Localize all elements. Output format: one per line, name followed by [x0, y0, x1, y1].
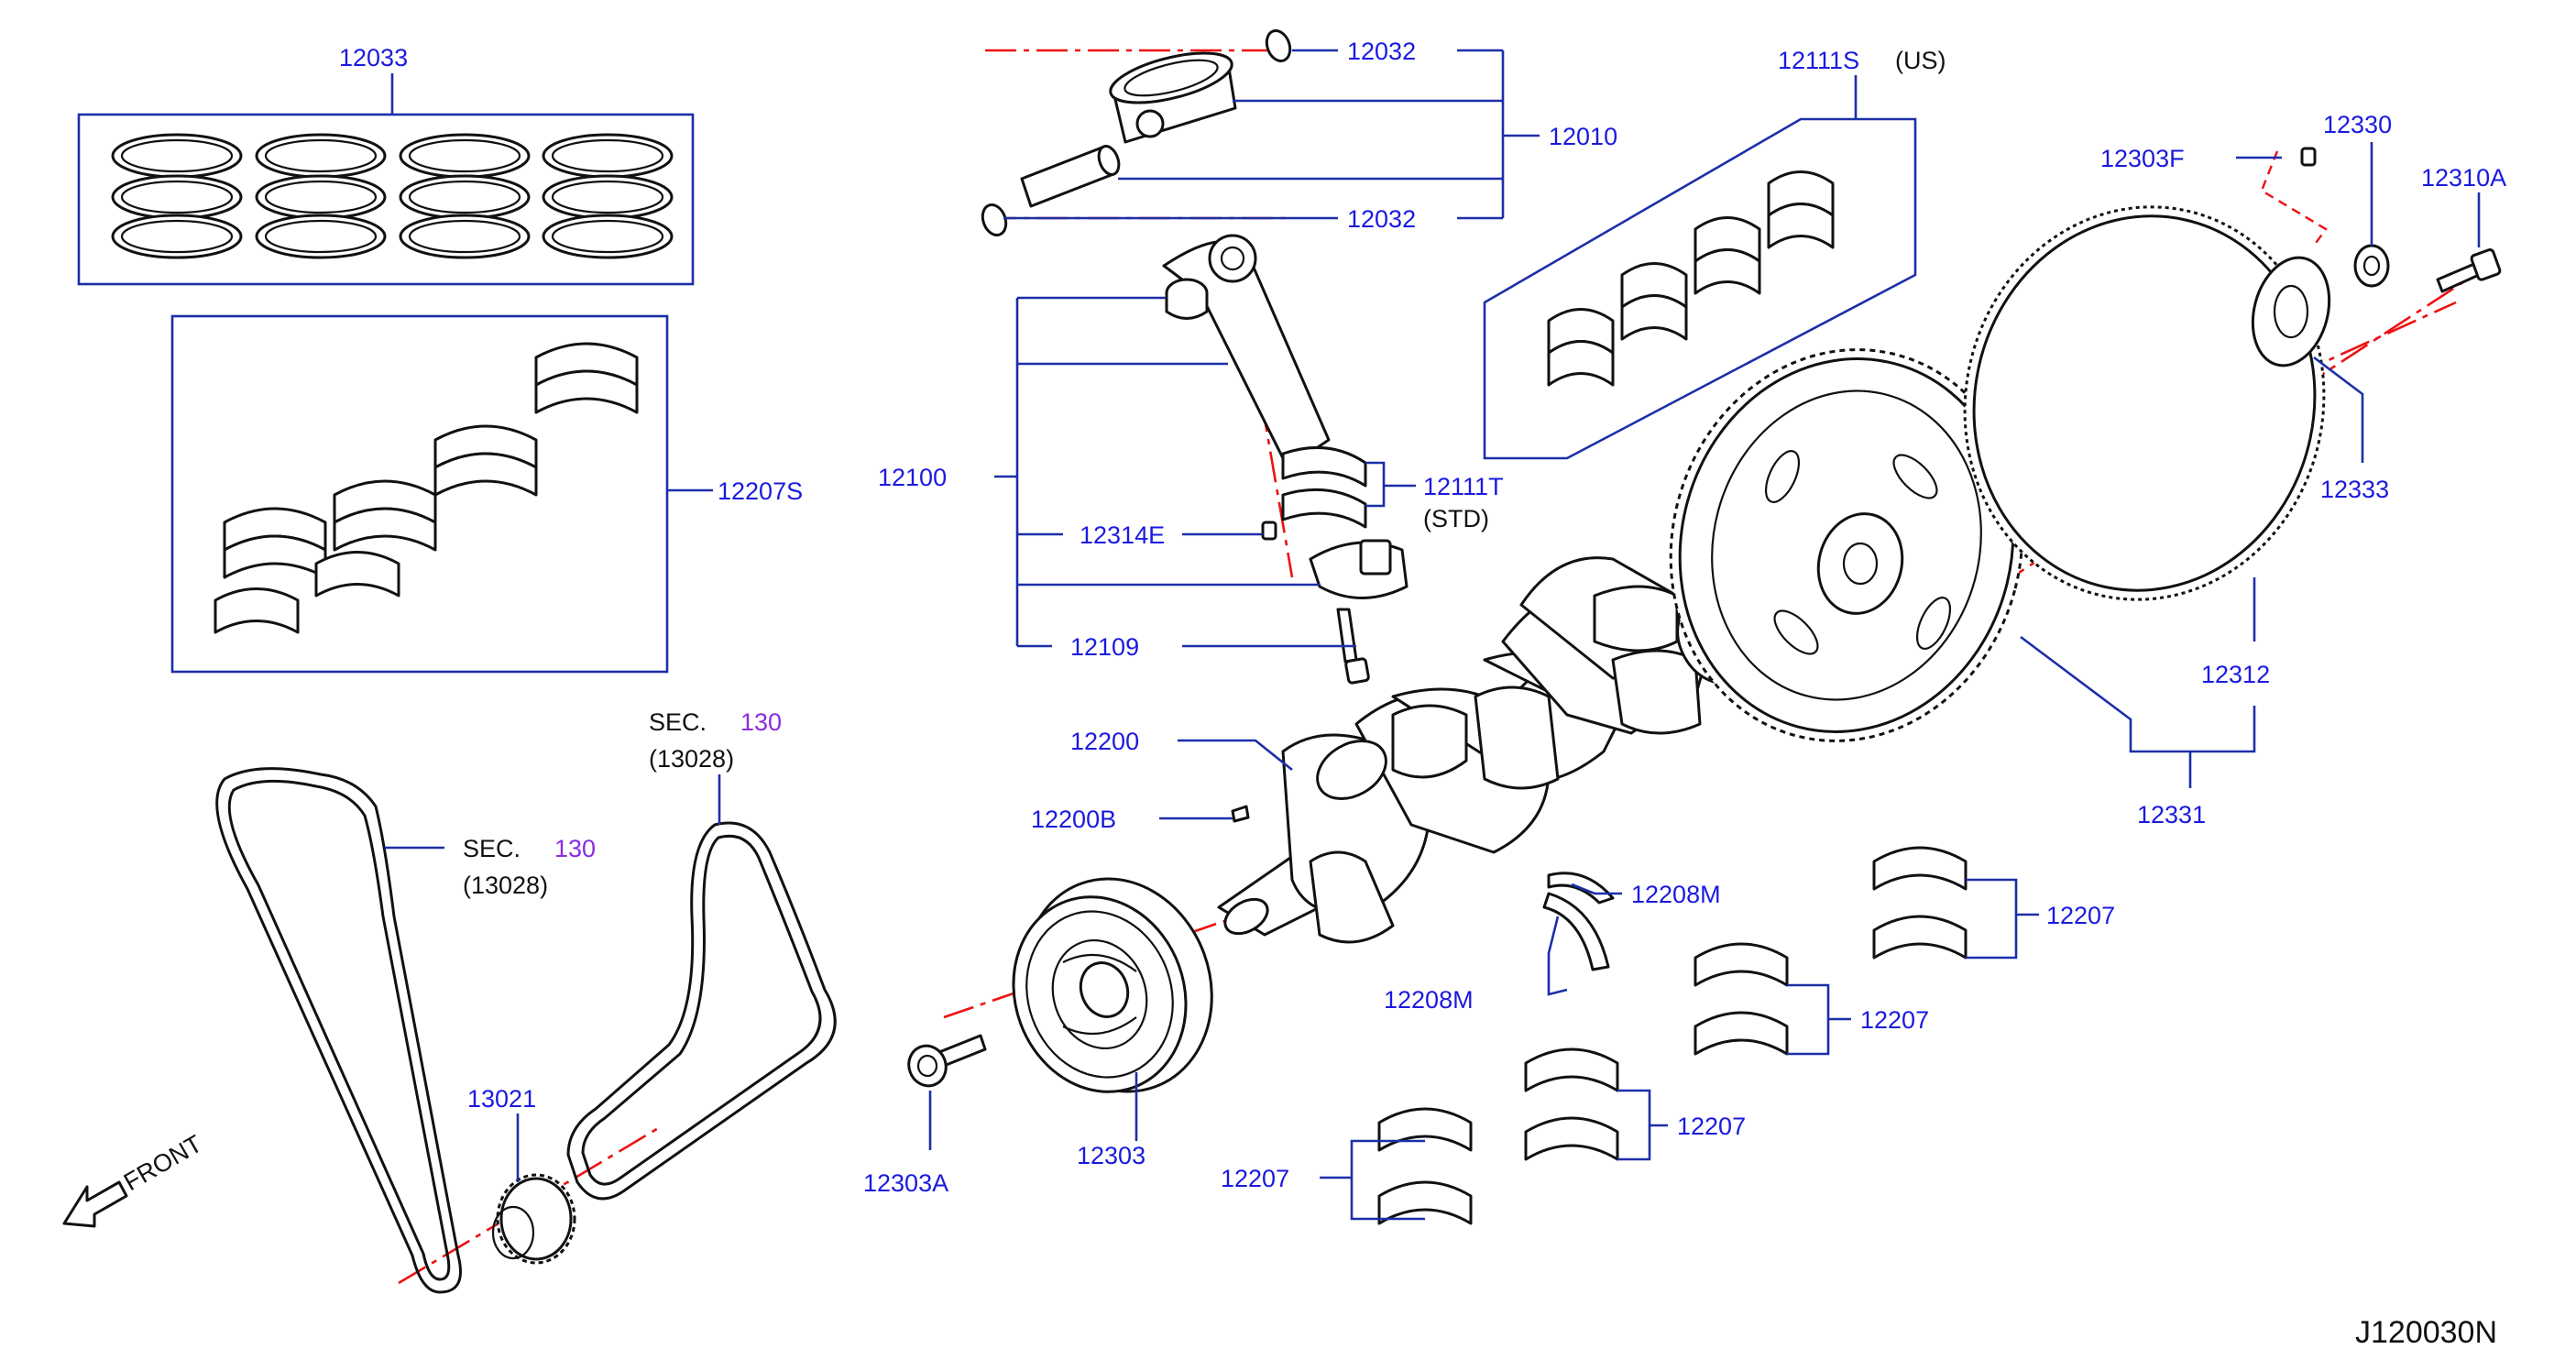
- callout-12303A[interactable]: 12303A: [863, 1169, 948, 1197]
- sec-prefix: SEC.: [649, 708, 707, 736]
- timing-chain-left: [215, 767, 462, 1294]
- callout-12208M-upper[interactable]: 12208M: [1631, 881, 1721, 908]
- snap-ring-bottom: [981, 203, 1008, 236]
- rod-bolt: [1336, 608, 1370, 685]
- crank-pulley: [1012, 877, 1213, 1093]
- callout-12207S[interactable]: 12207S: [718, 477, 803, 505]
- callout-12333[interactable]: 12333: [2320, 476, 2389, 503]
- callout-12207-c[interactable]: 12207: [1677, 1113, 1746, 1140]
- callout-12010[interactable]: 12010: [1549, 123, 1617, 150]
- conrod-bearing-set-us: [1483, 117, 1917, 460]
- main-bearing-set: [170, 314, 713, 674]
- ring-gear: [1963, 205, 2326, 601]
- piston-ring-sets: [77, 73, 695, 286]
- piston-ring-set-3: [399, 133, 531, 259]
- sec-prefix: SEC.: [463, 835, 521, 862]
- rod-cap: [1309, 539, 1409, 599]
- figure-code: J120030N: [2355, 1315, 2497, 1350]
- callout-12033[interactable]: 12033: [339, 44, 408, 71]
- piston-ring-set-1: [111, 133, 243, 259]
- piston-assembly: [981, 29, 1292, 236]
- callout-12100[interactable]: 12100: [878, 464, 947, 491]
- callout-12200B[interactable]: 12200B: [1031, 806, 1116, 833]
- callout-12330[interactable]: 12330: [2323, 111, 2392, 138]
- callout-12208M-lower[interactable]: 12208M: [1384, 986, 1474, 1014]
- drive-plate: [1669, 348, 2024, 742]
- main-bearing-pair-4: [1377, 1107, 1473, 1152]
- callout-12310A[interactable]: 12310A: [2421, 164, 2506, 192]
- section-ref-timing-chain-right[interactable]: SEC. 130 (13028): [649, 708, 782, 773]
- piston-ring-box: [77, 113, 695, 286]
- piston-pin: [1020, 145, 1121, 208]
- rod-cap-dowel: [1261, 521, 1277, 541]
- callout-12312[interactable]: 12312: [2201, 661, 2270, 688]
- reinforcement-plate: [2251, 256, 2331, 367]
- callout-12303F[interactable]: 12303F: [2100, 145, 2185, 172]
- rod-bearing-lower: [1281, 488, 1367, 529]
- callout-labels: 12033 12207S 12032 12010 12032 12111S (U…: [339, 38, 2506, 1197]
- callout-12111T[interactable]: 12111T: [1423, 473, 1504, 500]
- callout-12207-a[interactable]: 12207: [2046, 902, 2115, 929]
- callout-12207-b[interactable]: 12207: [1860, 1006, 1929, 1034]
- flywheel-bolt: [2436, 248, 2502, 293]
- sec-number[interactable]: 130: [740, 708, 782, 736]
- callout-12032-top[interactable]: 12032: [1347, 38, 1416, 65]
- sec-sub: (13028): [649, 745, 734, 773]
- connecting-rod: [1162, 234, 1409, 685]
- crank-pulley-bolt: [907, 1034, 987, 1088]
- callout-12111S-note: (US): [1895, 47, 1946, 74]
- leader-lines: [385, 49, 2481, 1221]
- callout-12200[interactable]: 12200: [1070, 728, 1139, 755]
- main-bearing-pair-2: [1694, 942, 1789, 987]
- callout-13021[interactable]: 13021: [467, 1085, 536, 1113]
- pilot-spacer: [2353, 244, 2390, 288]
- front-direction-arrow-icon: [62, 1180, 128, 1228]
- callout-12032-bottom[interactable]: 12032: [1347, 205, 1416, 233]
- front-direction-label: FRONT: [119, 1130, 207, 1196]
- callout-12109[interactable]: 12109: [1070, 633, 1139, 661]
- piston-ring-set-2: [255, 133, 387, 259]
- dowel-pin: [2300, 147, 2317, 167]
- callout-12111S[interactable]: 12111S: [1778, 47, 1859, 74]
- snap-ring-top: [1265, 29, 1292, 62]
- crank-sprocket: [491, 1173, 576, 1265]
- callout-12314E[interactable]: 12314E: [1080, 521, 1165, 549]
- callout-12331[interactable]: 12331: [2137, 801, 2206, 828]
- sec-number[interactable]: 130: [554, 835, 596, 862]
- sec-sub: (13028): [463, 872, 548, 899]
- section-ref-timing-chain-left[interactable]: SEC. 130 (13028): [463, 835, 596, 899]
- piston-ring-set-4: [542, 133, 674, 259]
- callout-12111T-note: (STD): [1423, 505, 1489, 532]
- crankshaft: [1217, 556, 1751, 944]
- main-bearing-pair-1: [1872, 846, 1968, 891]
- main-bearings: [1377, 846, 1968, 1225]
- rod-bearing-upper: [1281, 445, 1367, 488]
- callout-12303[interactable]: 12303: [1077, 1142, 1145, 1169]
- timing-chain-right: [566, 821, 837, 1201]
- main-bearing-box: [170, 314, 669, 674]
- callout-12207-d[interactable]: 12207: [1221, 1165, 1289, 1192]
- piston: [1109, 51, 1237, 144]
- main-bearing-pair-3: [1524, 1047, 1619, 1092]
- pin-bushing: [1165, 278, 1209, 320]
- crankshaft-key: [1231, 805, 1250, 823]
